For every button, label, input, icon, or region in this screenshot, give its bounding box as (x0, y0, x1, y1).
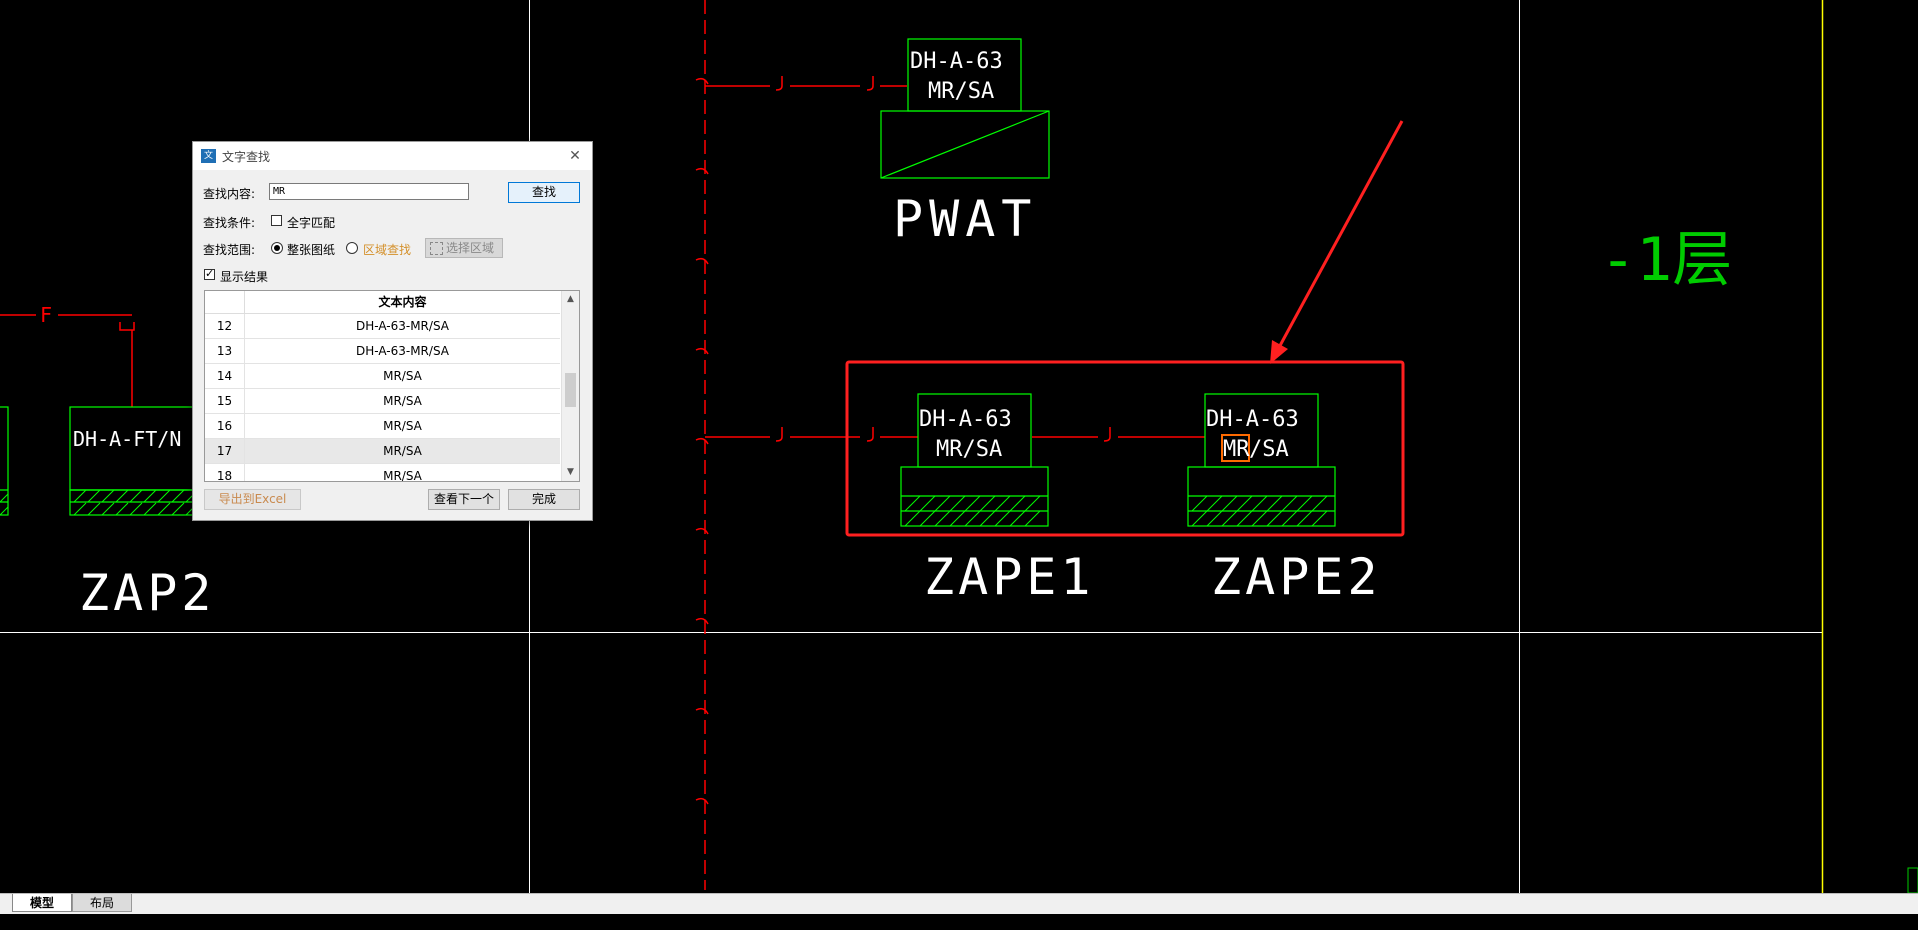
left-equipment (0, 406, 201, 516)
dialog-titlebar[interactable]: 文 文字查找 ✕ (193, 142, 592, 170)
pwat-branch-wire (705, 76, 907, 91)
vertical-wire (695, 0, 709, 890)
highlight-frame (845, 360, 1405, 537)
view-next-button[interactable]: 查看下一个 (428, 489, 500, 510)
left-equipment-label: DH-A-FT/N (73, 427, 181, 451)
row-text: MR/SA (383, 469, 422, 482)
table-row[interactable]: 16 MR/SA (205, 414, 560, 439)
row-num: 15 (205, 389, 245, 413)
left-equipment-name: ZAP2 (79, 564, 215, 622)
zape2-label-sa: /SA (1249, 437, 1289, 462)
whole-word-checkbox[interactable] (271, 215, 282, 226)
select-region-button[interactable]: 选择区域 (425, 238, 503, 258)
tab-model[interactable]: 模型 (12, 894, 72, 912)
table-row-selected[interactable]: 17 MR/SA (205, 439, 560, 464)
results-header-num (205, 291, 245, 313)
pwat-name: PWAT (893, 190, 1037, 248)
scrollbar-thumb[interactable] (565, 373, 576, 407)
zape1-equipment (900, 393, 1049, 527)
row-num: 16 (205, 414, 245, 438)
zape1-name: ZAPE1 (924, 548, 1095, 606)
results-header-text: 文本内容 (378, 295, 427, 309)
scope-whole-radio[interactable] (271, 242, 283, 254)
table-row[interactable]: 12 DH-A-63-MR/SA (205, 314, 560, 339)
row-text: MR/SA (383, 444, 422, 458)
search-input[interactable] (269, 183, 469, 200)
zape2-name: ZAPE2 (1211, 548, 1382, 606)
condition-label: 查找条件: (203, 216, 256, 230)
app-icon: 文 (201, 149, 216, 163)
close-icon[interactable]: ✕ (569, 148, 581, 164)
pwat-label-line2: MR/SA (928, 79, 994, 104)
select-region-label: 选择区域 (446, 241, 495, 255)
left-wire (0, 314, 135, 407)
results-scrollbar[interactable]: ▲ ▼ (561, 291, 579, 481)
row-num: 18 (205, 464, 245, 481)
search-label: 查找内容: (203, 187, 256, 201)
show-results-checkbox[interactable] (204, 267, 215, 280)
row-num: 13 (205, 339, 245, 363)
chevron-up-icon[interactable]: ▲ (567, 294, 574, 304)
done-button[interactable]: 完成 (508, 489, 580, 510)
row-text: DH-A-63-MR/SA (356, 344, 449, 358)
row-text: DH-A-63-MR/SA (356, 319, 449, 333)
whole-word-label: 全字匹配 (287, 216, 336, 230)
scope-region-radio[interactable] (346, 242, 358, 254)
row-text: MR/SA (383, 419, 422, 433)
scope-label: 查找范围: (203, 243, 256, 257)
floor-label: -1层 (1600, 225, 1732, 295)
dialog-title: 文字查找 (222, 150, 271, 164)
row-num: 14 (205, 364, 245, 388)
corner-marks (1907, 867, 1918, 893)
select-region-icon (430, 242, 443, 255)
cad-canvas[interactable]: DH-A-63 MR/SA PWAT DH-A-63 MR/SA ZAPE1 (0, 0, 1918, 893)
show-results-label: 显示结果 (220, 270, 269, 284)
find-button[interactable]: 查找 (508, 182, 580, 203)
table-row[interactable]: 18 MR/SA (205, 464, 560, 482)
zape2-mr-match-box (1221, 434, 1250, 462)
pwat-label-line1: DH-A-63 (910, 49, 1003, 74)
scope-region-label: 区域查找 (363, 243, 412, 257)
zape1-label-line1: DH-A-63 (919, 407, 1012, 432)
table-row[interactable]: 15 MR/SA (205, 389, 560, 414)
layout-tab-bar: 模型 布局1 (0, 893, 1918, 928)
annotation-arrow (1270, 120, 1404, 364)
tab-layout1[interactable]: 布局1 (72, 894, 132, 928)
zape2-label-line1: DH-A-63 (1206, 407, 1299, 432)
results-header: 文本内容 (205, 291, 560, 314)
scope-whole-label: 整张图纸 (287, 243, 336, 257)
left-wire-letter: F (40, 303, 52, 327)
zape2-label-mr: MR (1223, 437, 1250, 462)
pwat-equipment (880, 38, 1050, 179)
row-num: 12 (205, 314, 245, 338)
zape1-label-line2: MR/SA (936, 437, 1002, 462)
table-row[interactable]: 14 MR/SA (205, 364, 560, 389)
row-num: 17 (205, 439, 245, 463)
chevron-down-icon[interactable]: ▼ (567, 467, 574, 477)
zape2-equipment (1187, 393, 1336, 527)
table-row[interactable]: 13 DH-A-63-MR/SA (205, 339, 560, 364)
row-text: MR/SA (383, 394, 422, 408)
row-text: MR/SA (383, 369, 422, 383)
text-find-dialog[interactable]: 文 文字查找 ✕ 查找内容: 查找 查找条件: 全字匹配 查找范围: 整张图纸 … (192, 141, 593, 521)
export-excel-button[interactable]: 导出到Excel (204, 489, 301, 510)
